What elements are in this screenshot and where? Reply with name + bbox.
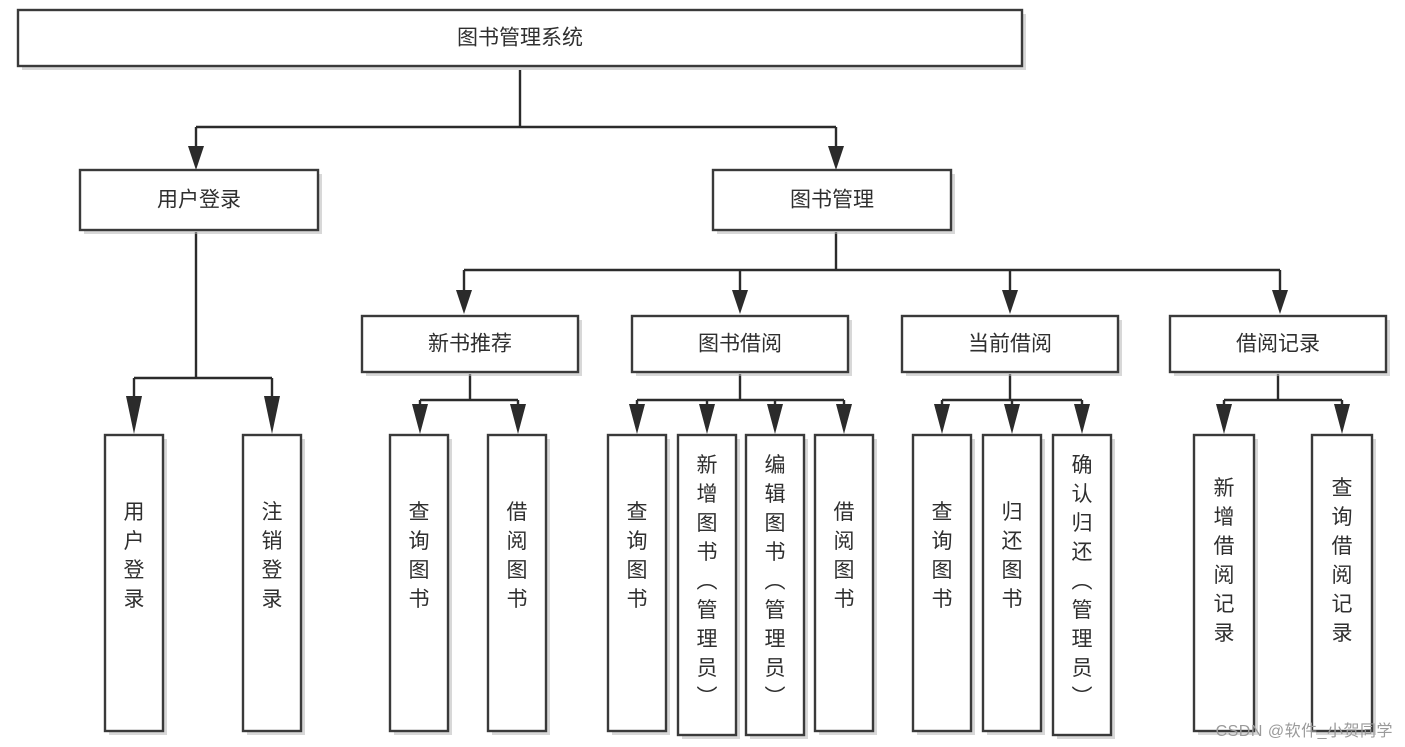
node-borrow-record-box — [1168, 314, 1388, 374]
node-new-book-rec-box — [360, 314, 580, 374]
node-leaf-borrow-book-1[interactable]: 借阅图书 — [486, 433, 550, 735]
arrowhead-query-record — [1334, 404, 1350, 434]
arrowhead-borrow-book-2 — [836, 404, 852, 434]
node-book-borrow[interactable]: 图书借阅 — [630, 314, 852, 376]
node-leaf-add-book-box — [676, 433, 738, 737]
arrowhead-current-borrow — [1002, 290, 1018, 314]
node-leaf-add-record-label: 新增借阅记录 — [1214, 477, 1235, 645]
node-leaf-query-record-label: 查询借阅记录 — [1332, 477, 1353, 645]
node-leaf-borrow-book-2-box — [813, 433, 875, 733]
node-leaf-user-login-box — [103, 433, 165, 733]
node-root-label: 图书管理系统 — [457, 27, 583, 50]
node-leaf-confirm-return[interactable]: 确认归还︵管理员︶ — [1051, 433, 1115, 739]
node-book-manage-box — [711, 168, 953, 232]
node-leaf-return-book-box — [981, 433, 1043, 733]
node-leaf-logout-label: 注销登录 — [262, 501, 283, 611]
node-leaf-query-book-1-label: 查询图书 — [409, 501, 430, 611]
node-leaf-query-book-3-box — [911, 433, 973, 733]
node-book-borrow-label: 图书借阅 — [698, 333, 782, 356]
node-current-borrow[interactable]: 当前借阅 — [900, 314, 1122, 376]
node-leaf-edit-book-box — [744, 433, 806, 737]
node-leaf-query-book-1-box — [388, 433, 450, 733]
node-new-book-rec-label: 新书推荐 — [428, 333, 512, 356]
node-user-login[interactable]: 用户登录 — [78, 168, 322, 234]
node-root-box — [16, 8, 1024, 68]
node-book-manage[interactable]: 图书管理 — [711, 168, 955, 234]
node-leaf-query-book-2-label: 查询图书 — [627, 501, 648, 611]
node-leaf-query-book-3-label: 查询图书 — [932, 501, 953, 611]
arrowhead-add-record — [1216, 404, 1232, 434]
node-leaf-user-login[interactable]: 用户登录 — [103, 433, 167, 735]
node-current-borrow-label: 当前借阅 — [968, 333, 1052, 356]
node-leaf-borrow-book-1-box — [486, 433, 548, 733]
node-leaf-edit-book-label: 编辑图书︵管理员︶ — [765, 454, 786, 709]
node-leaf-return-book[interactable]: 归还图书 — [981, 433, 1045, 735]
node-leaf-query-record[interactable]: 查询借阅记录 — [1310, 433, 1376, 735]
arrowhead-user-login — [188, 146, 204, 170]
arrowhead-borrow-record — [1272, 290, 1288, 314]
arrowhead-query-book-3 — [934, 404, 950, 434]
arrowhead-confirm-return — [1074, 404, 1090, 434]
node-leaf-add-record-box — [1192, 433, 1256, 733]
arrowhead-leaf-logout — [264, 396, 280, 434]
arrowhead-book-borrow — [732, 290, 748, 314]
node-leaf-query-book-2[interactable]: 查询图书 — [606, 433, 670, 735]
arrowhead-query-book-1 — [412, 404, 428, 434]
node-user-login-box — [78, 168, 320, 232]
node-leaf-borrow-book-2[interactable]: 借阅图书 — [813, 433, 877, 735]
node-leaf-query-book-1[interactable]: 查询图书 — [388, 433, 452, 735]
node-root[interactable]: 图书管理系统 — [16, 8, 1026, 70]
node-leaf-query-book-2-box — [606, 433, 668, 733]
node-leaf-query-book-3[interactable]: 查询图书 — [911, 433, 975, 735]
arrowhead-edit-book — [767, 404, 783, 434]
node-borrow-record-label: 借阅记录 — [1236, 333, 1320, 356]
node-user-login-label: 用户登录 — [157, 189, 241, 212]
node-leaf-logout[interactable]: 注销登录 — [241, 433, 305, 735]
node-leaf-confirm-return-label: 确认归还︵管理员︶ — [1072, 454, 1093, 709]
node-leaf-edit-book[interactable]: 编辑图书︵管理员︶ — [744, 433, 808, 739]
node-leaf-add-book[interactable]: 新增图书︵管理员︶ — [676, 433, 740, 739]
node-leaf-return-book-label: 归还图书 — [1002, 501, 1023, 611]
node-leaf-add-book-label: 新增图书︵管理员︶ — [697, 454, 718, 709]
edge-layer — [126, 70, 1350, 434]
node-leaf-user-login-label: 用户登录 — [124, 501, 145, 611]
node-borrow-record[interactable]: 借阅记录 — [1168, 314, 1390, 376]
arrowhead-leaf-user-login — [126, 396, 142, 434]
arrowhead-return-book — [1004, 404, 1020, 434]
arrowhead-new-book-rec — [456, 290, 472, 314]
node-leaf-add-record[interactable]: 新增借阅记录 — [1192, 433, 1258, 735]
node-new-book-rec[interactable]: 新书推荐 — [360, 314, 582, 376]
node-leaf-confirm-return-box — [1051, 433, 1113, 737]
node-leaf-query-record-box — [1310, 433, 1374, 733]
node-current-borrow-box — [900, 314, 1120, 374]
node-leaf-logout-box — [241, 433, 303, 733]
node-book-manage-label: 图书管理 — [790, 189, 874, 212]
arrowhead-book-manage — [828, 146, 844, 170]
node-leaf-borrow-book-1-label: 借阅图书 — [507, 501, 528, 611]
node-book-borrow-box — [630, 314, 850, 374]
arrowhead-query-book-2 — [629, 404, 645, 434]
arrowhead-borrow-book-1 — [510, 404, 526, 434]
arrowhead-add-book — [699, 404, 715, 434]
node-leaf-borrow-book-2-label: 借阅图书 — [834, 501, 855, 611]
